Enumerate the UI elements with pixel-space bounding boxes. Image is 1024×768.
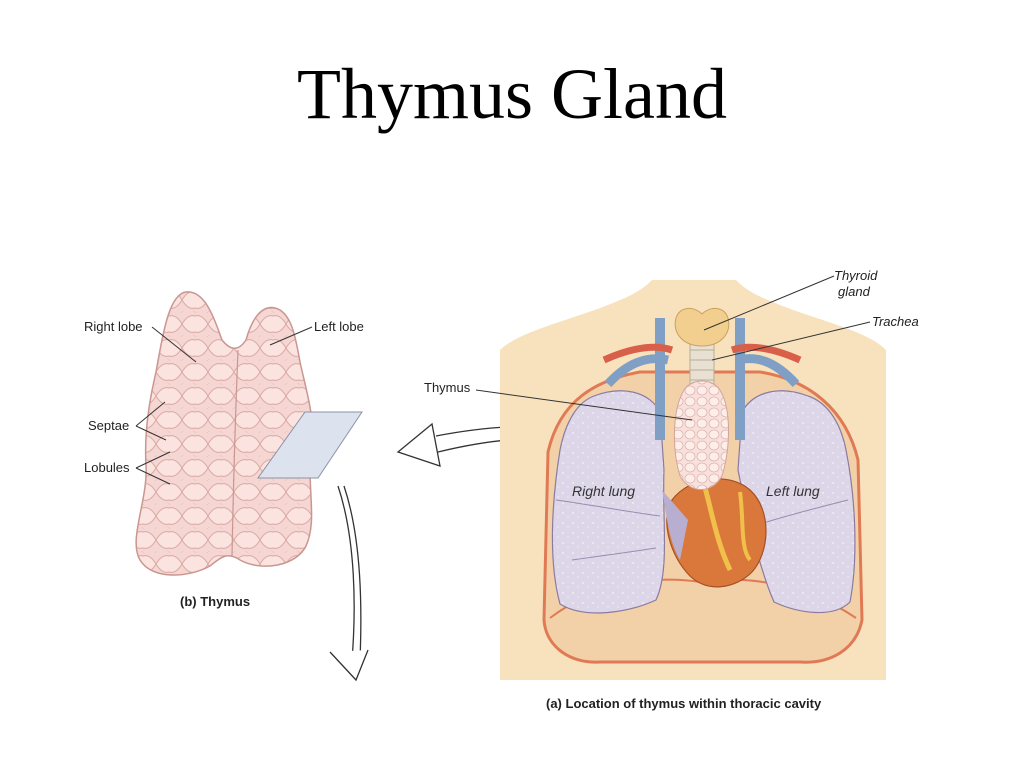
torso-illustration <box>500 280 886 680</box>
caption-thoracic: (a) Location of thymus within thoracic c… <box>546 696 822 711</box>
label-right-lung: Right lung <box>572 483 635 499</box>
label-thymus: Thymus <box>424 380 471 395</box>
down-arrow <box>329 485 369 682</box>
label-left-lobe: Left lobe <box>314 319 364 334</box>
caption-thymus: (b) Thymus <box>180 594 250 609</box>
slide-title: Thymus Gland <box>297 54 727 134</box>
label-septae: Septae <box>88 418 129 433</box>
label-trachea: Trachea <box>872 314 919 329</box>
section-plane <box>257 411 363 479</box>
label-left-lung: Left lung <box>766 483 820 499</box>
label-lobules: Lobules <box>84 460 130 475</box>
label-thyroid-1: Thyroid <box>834 268 878 283</box>
label-thyroid-2: gland <box>838 284 871 299</box>
thymus-illustration <box>135 291 314 576</box>
label-right-lobe: Right lobe <box>84 319 143 334</box>
